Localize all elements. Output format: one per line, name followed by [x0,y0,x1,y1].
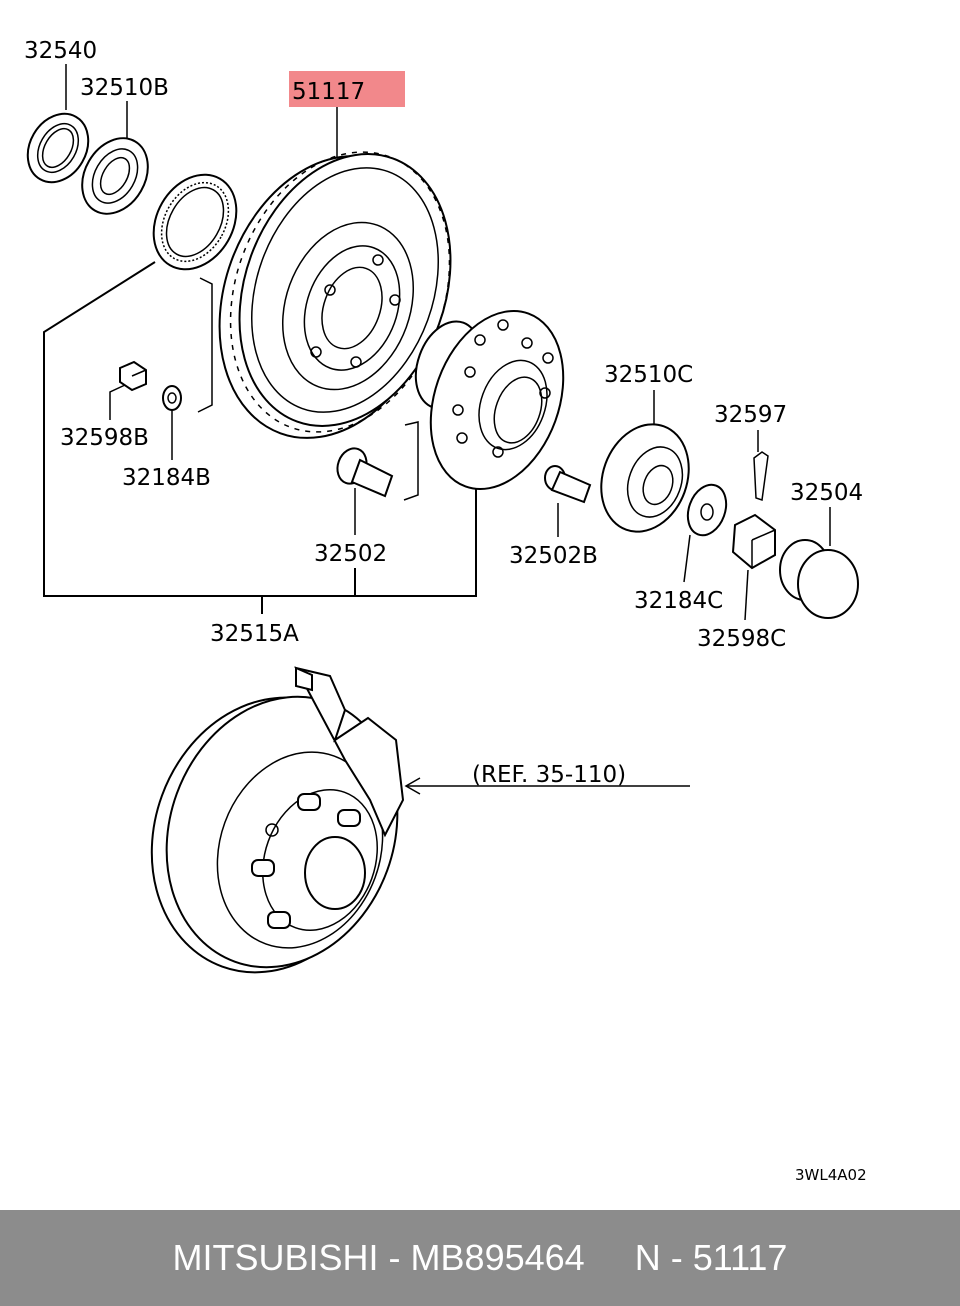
castle-nut-32598c [731,513,776,570]
label-51117: 51117 [292,79,365,105]
bearing-32510c [600,423,690,533]
label-32502b: 32502B [509,543,598,569]
label-32515a: 32515A [210,621,299,647]
hub-bolt-32502b [544,465,592,504]
reference-label: (REF. 35-110) [472,762,626,788]
bearing-32510b [81,137,149,215]
exploded-parts-diagram: 32540 32510B 51117 32598B 32184B 32510C … [24,38,867,1184]
nut-32598b [119,360,147,392]
label-32598b: 32598B [60,425,149,451]
footer-catalog-code: N - 51117 [634,1237,788,1278]
footer-bar: MITSUBISHI - MB895464 N - 51117 [0,1210,960,1306]
label-32504: 32504 [790,480,863,506]
label-32597: 32597 [714,402,787,428]
label-32540: 32540 [24,38,97,64]
footer-separator: - [378,1237,411,1278]
label-32184b: 32184B [122,465,211,491]
label-32184c: 32184C [634,588,723,614]
drawing-code: 3WL4A02 [795,1166,867,1184]
brake-disc-51117 [218,151,452,439]
label-32510b: 32510B [80,75,169,101]
hub-bolt-32502 [336,447,394,498]
label-32598c: 32598C [697,626,786,652]
disc-brake-assembly [150,666,405,974]
highlight-box [289,71,405,107]
washer-32184c [686,483,728,537]
label-32502: 32502 [314,541,387,567]
hub-cap-32504 [779,539,859,619]
oil-seal-32540 [26,112,90,184]
label-32510c: 32510C [604,362,693,388]
bearing-race [152,173,238,271]
footer-brand: MITSUBISHI [172,1237,379,1278]
wheel-hub [414,309,565,491]
washer-32184b [162,385,182,411]
footer-part-number: MB895464 [410,1237,585,1278]
cotter-pin-32597 [753,451,769,501]
